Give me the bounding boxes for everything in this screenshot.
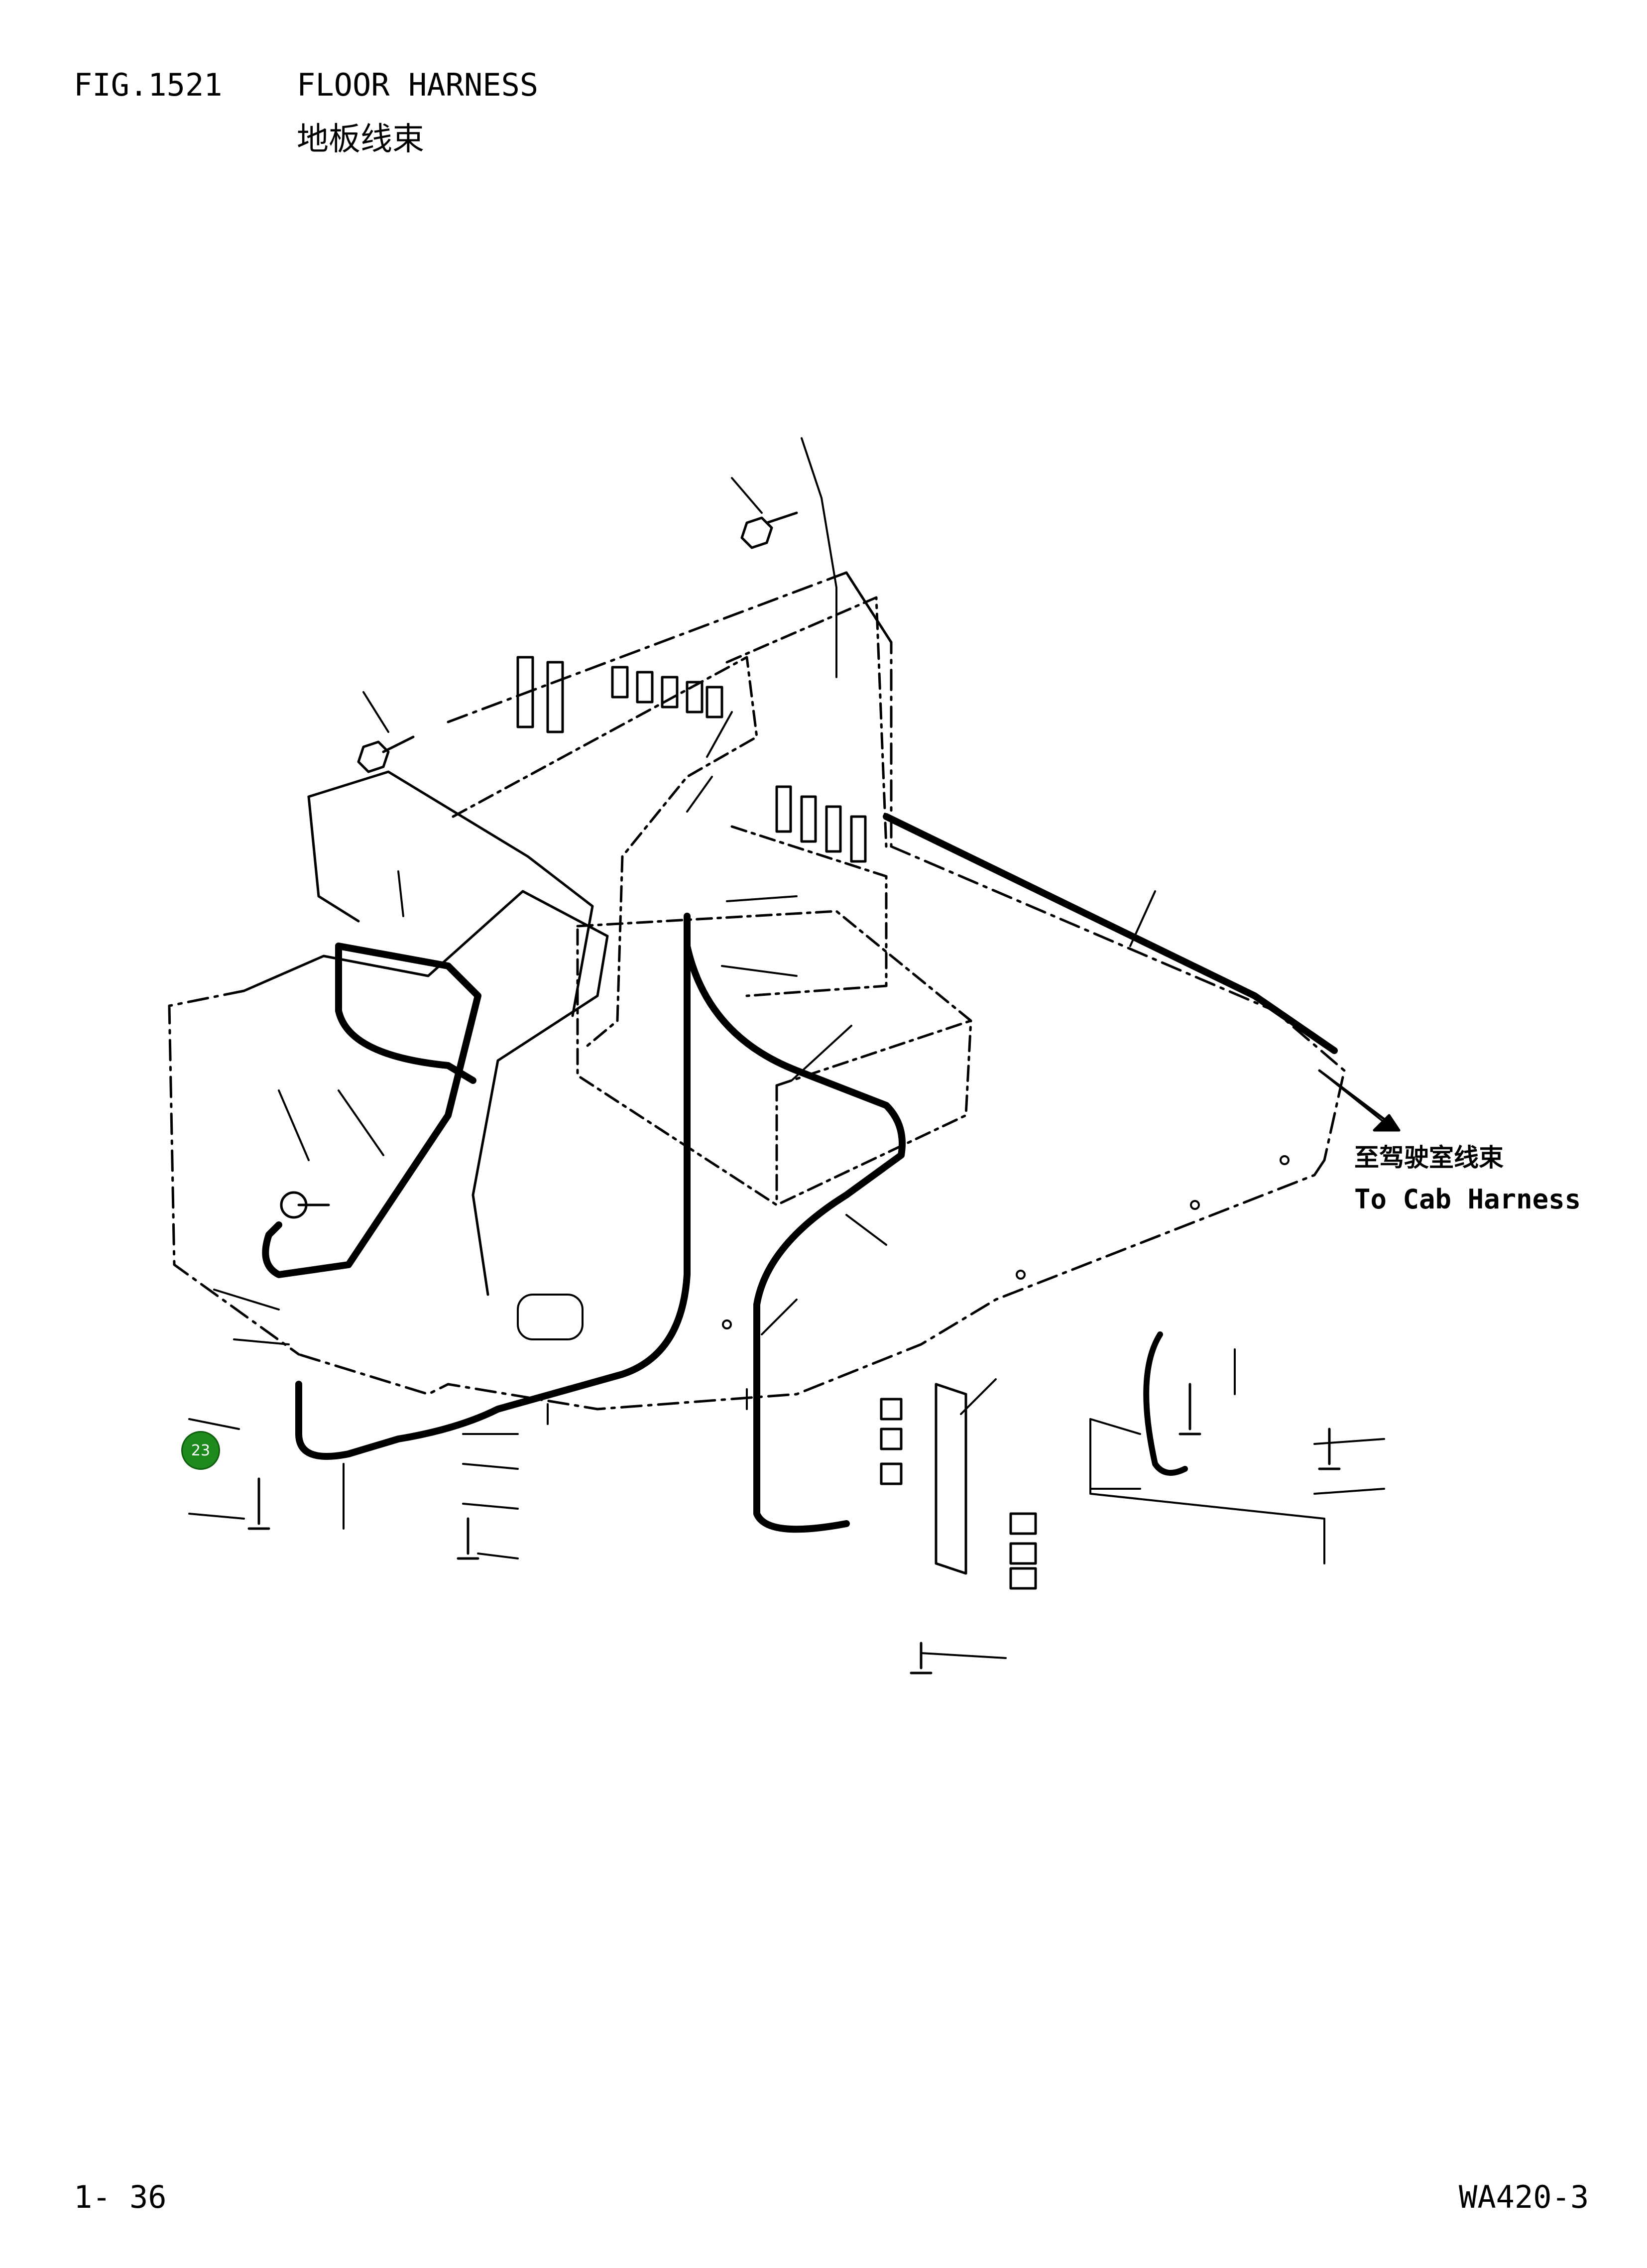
floor-plate-outline xyxy=(168,571,1346,1411)
to-cab-harness-label-cn: 至驾驶室线束 xyxy=(1354,1143,1504,1172)
figure-title: FLOOR HARNESS xyxy=(297,67,539,103)
connector-cluster-top xyxy=(516,656,867,863)
ground-strap xyxy=(1143,1331,1188,1476)
bolts xyxy=(247,511,1341,1674)
leader-lines xyxy=(188,437,1395,1659)
figure-title-cn: 地板线束 xyxy=(297,121,424,158)
left-wall-panel xyxy=(242,770,609,1296)
figure-number: FIG.1521 xyxy=(74,67,223,103)
to-cab-arrow xyxy=(1318,1069,1401,1132)
page-number: 1- 36 xyxy=(74,2179,167,2215)
connector-bracket-right xyxy=(880,1383,1037,1590)
main-harness xyxy=(262,813,1338,1533)
controller-box xyxy=(452,596,888,1047)
to-cab-harness-label-en: To Cab Harness xyxy=(1354,1184,1581,1215)
part-hotspot-23[interactable]: 23 xyxy=(181,1431,220,1470)
model-number: WA420-3 xyxy=(1459,2179,1589,2215)
floor-details xyxy=(517,1155,1290,1425)
